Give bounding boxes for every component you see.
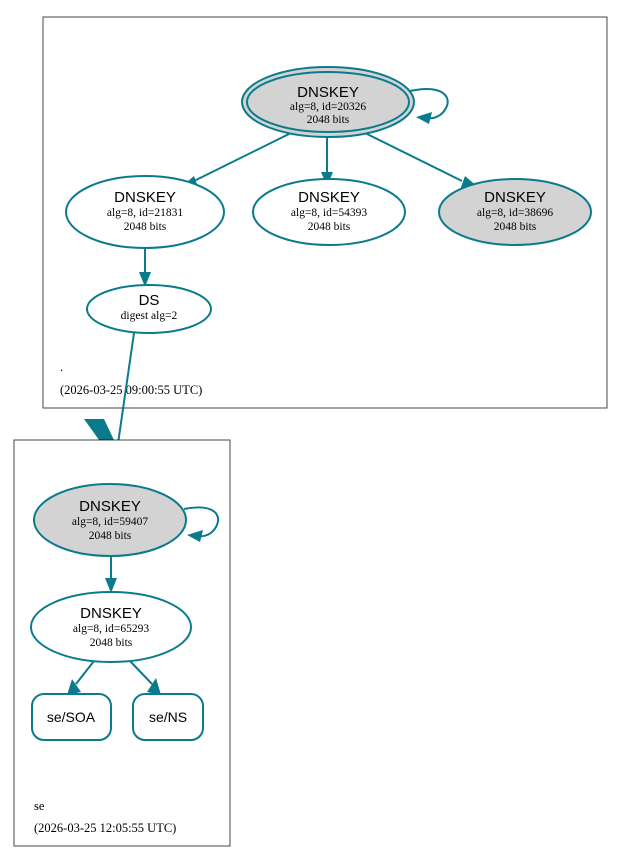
node-se-soa[interactable]: se/SOA [31, 693, 112, 741]
node-root-zsk-54393-alg-id: alg=8, id=54393 [291, 207, 367, 219]
node-root-ksk-bits: 2048 bits [307, 114, 350, 126]
node-se-zsk-65293-ellipse [30, 591, 192, 663]
node-root-key-38696[interactable]: DNSKEY alg=8, id=38696 2048 bits [438, 178, 592, 246]
node-root-ds[interactable]: DS digest alg=2 [86, 284, 212, 334]
node-root-ksk-20326[interactable]: DNSKEY alg=8, id=20326 2048 bits [241, 66, 415, 138]
edge-se-zsk-to-soa [67, 660, 95, 695]
node-root-ds-ellipse [86, 284, 212, 334]
node-root-zsk-54393-bits: 2048 bits [308, 221, 351, 233]
node-se-zsk-65293-title: DNSKEY [80, 605, 142, 622]
node-se-ns[interactable]: se/NS [132, 693, 204, 741]
node-se-soa-rect [31, 693, 112, 741]
node-se-ns-label: se/NS [149, 709, 187, 725]
node-se-ksk-59407-title: DNSKEY [79, 498, 141, 515]
node-root-key-38696-ellipse [438, 178, 592, 246]
node-root-zsk-21831-title: DNSKEY [114, 189, 176, 206]
edge-self-loop-root-ksk [405, 88, 449, 124]
zone-label-root-name: . [60, 360, 63, 374]
node-se-soa-label: se/SOA [47, 709, 96, 725]
node-root-key-38696-alg-id: alg=8, id=38696 [477, 207, 553, 219]
node-root-zsk-21831-ellipse [65, 175, 225, 249]
node-se-zsk-65293-bits: 2048 bits [90, 637, 133, 649]
node-root-zsk-54393-ellipse [252, 178, 406, 246]
zone-label-se-name: se [34, 799, 45, 813]
zone-label-root-timestamp: (2026-03-25 09:00:55 UTC) [60, 383, 202, 397]
node-se-ksk-59407-alg-id: alg=8, id=59407 [72, 516, 148, 528]
node-root-key-38696-bits: 2048 bits [494, 221, 537, 233]
node-root-ksk-alg-id: alg=8, id=20326 [290, 101, 366, 113]
edge-se-zsk-to-ns [129, 660, 161, 695]
node-se-ns-rect [132, 693, 204, 741]
node-se-ksk-59407-bits: 2048 bits [89, 530, 132, 542]
node-root-ksk-inner-ellipse [246, 71, 410, 133]
node-root-ksk-title: DNSKEY [297, 84, 359, 101]
node-se-zsk-65293[interactable]: DNSKEY alg=8, id=65293 2048 bits [30, 591, 192, 663]
node-se-zsk-65293-alg-id: alg=8, id=65293 [73, 623, 149, 635]
node-root-zsk-54393[interactable]: DNSKEY alg=8, id=54393 2048 bits [252, 178, 406, 246]
edge-zsk-21831-to-ds [139, 248, 151, 287]
zone-label-se-timestamp: (2026-03-25 12:05:55 UTC) [34, 821, 176, 835]
node-se-ksk-59407[interactable]: DNSKEY alg=8, id=59407 2048 bits [33, 483, 187, 557]
node-root-zsk-54393-title: DNSKEY [298, 189, 360, 206]
node-root-zsk-21831[interactable]: DNSKEY alg=8, id=21831 2048 bits [65, 175, 225, 249]
node-root-ds-digest: digest alg=2 [121, 310, 178, 322]
node-root-zsk-21831-alg-id: alg=8, id=21831 [107, 207, 183, 219]
node-root-key-38696-title: DNSKEY [484, 189, 546, 206]
node-root-ds-title: DS [139, 292, 160, 309]
node-root-zsk-21831-bits: 2048 bits [124, 221, 167, 233]
zone-cluster-se: DNSKEY alg=8, id=59407 2048 bits DNSKEY … [13, 439, 231, 847]
node-se-ksk-59407-ellipse [33, 483, 187, 557]
edge-self-loop-se-ksk [183, 506, 220, 542]
zone-cluster-root: DNSKEY alg=8, id=20326 2048 bits DNSKEY … [42, 16, 608, 409]
edge-se-ksk-to-zsk [105, 556, 117, 593]
